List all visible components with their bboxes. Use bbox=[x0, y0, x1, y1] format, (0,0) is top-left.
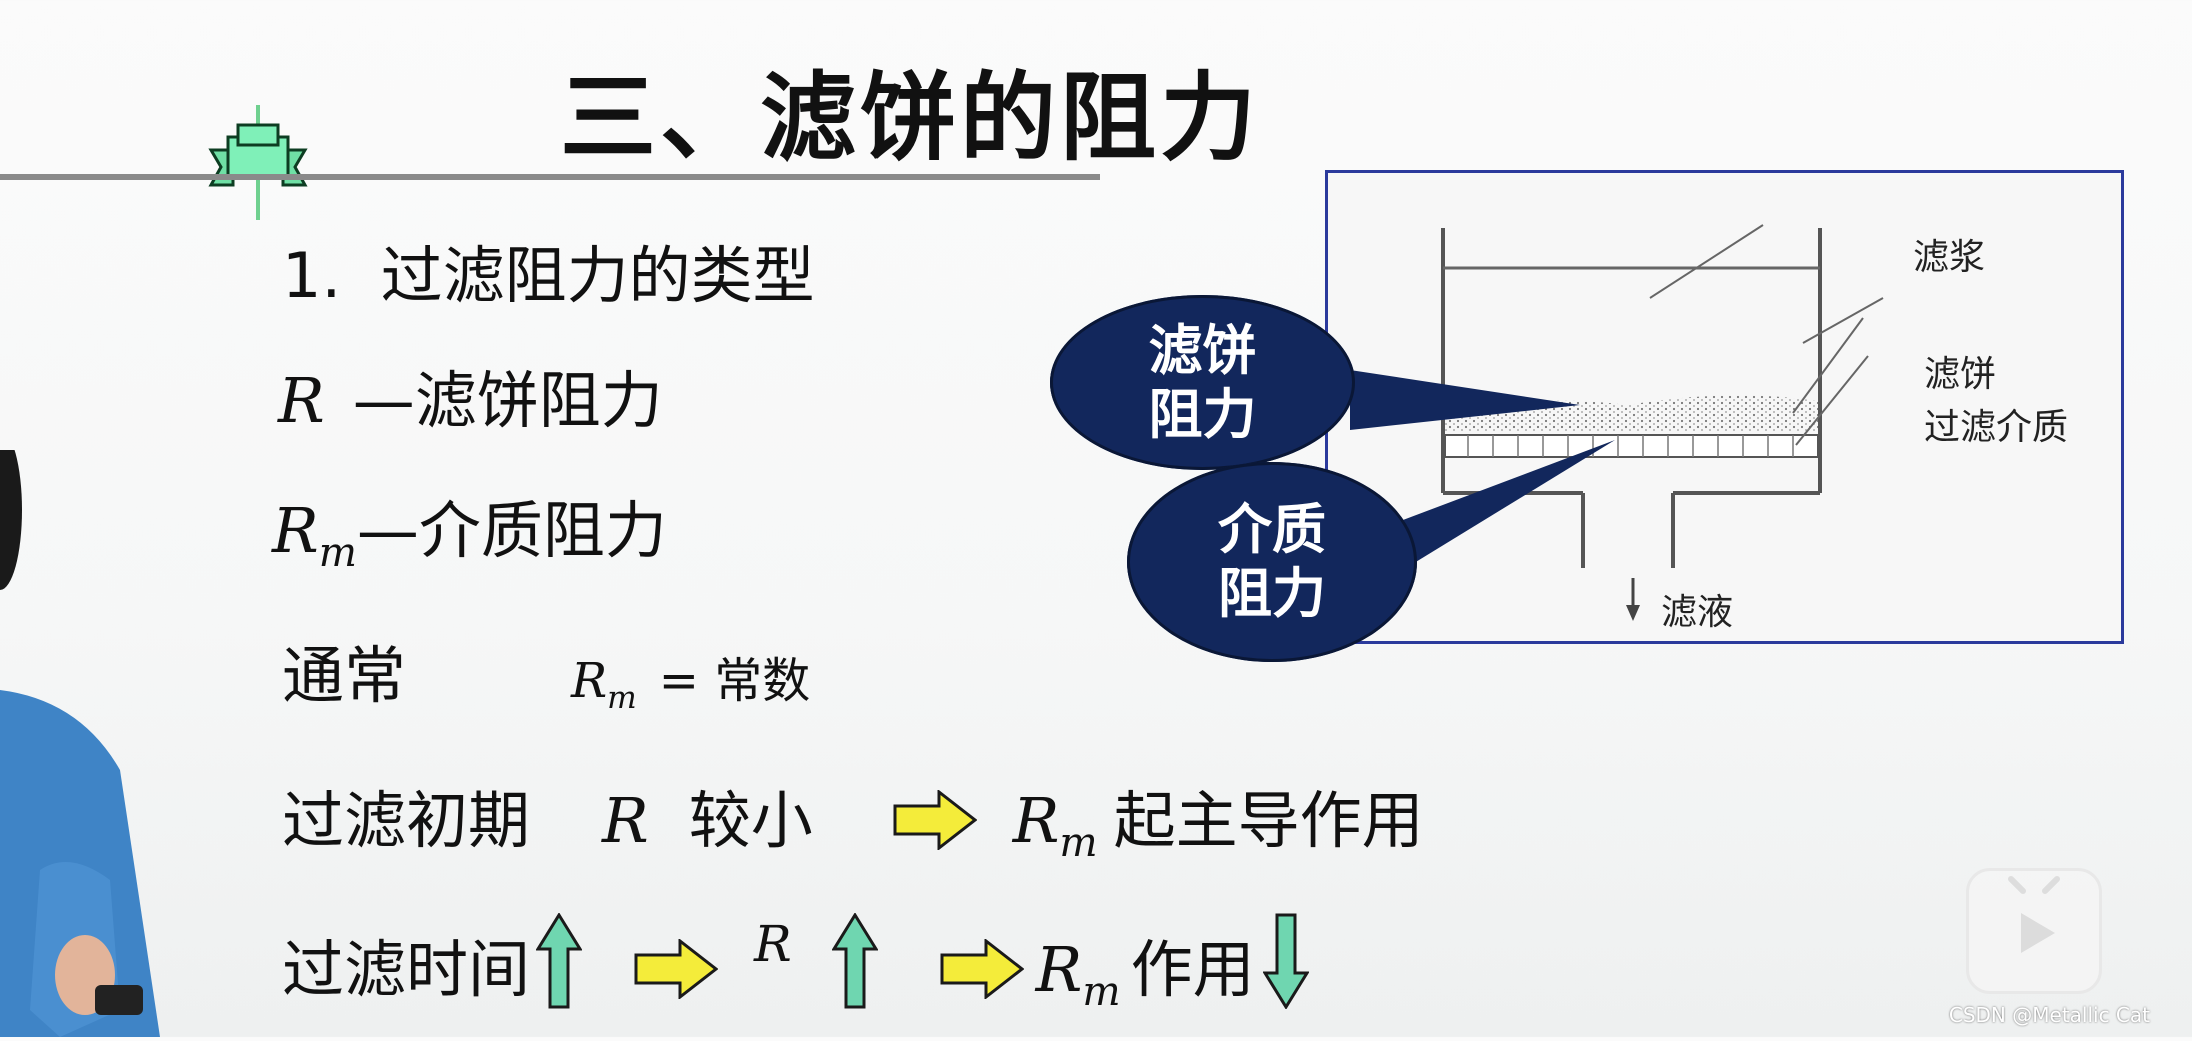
video-play-logo-icon[interactable] bbox=[1966, 868, 2102, 994]
watermark-text: CSDN @Metallic Cat bbox=[1948, 1003, 2150, 1027]
banner-ribbon-icon bbox=[203, 105, 313, 220]
heading-text: 1. 过滤阻力的类型 bbox=[282, 239, 815, 312]
bubble-cake-resistance: 滤饼 阻力 bbox=[1050, 295, 1355, 470]
rm-symbol: R bbox=[272, 494, 319, 567]
r-definition: R —滤饼阻力 bbox=[278, 350, 663, 440]
early-label: 过滤初期 bbox=[282, 784, 531, 857]
arrow-right-icon bbox=[634, 937, 719, 1001]
label-cake: 滤饼 bbox=[1924, 354, 1997, 395]
arrow-down-icon bbox=[1261, 913, 1310, 1010]
usually-label: 通常 bbox=[282, 639, 407, 712]
early-line: 过滤初期 R 较小 R m 起主导作用 bbox=[282, 770, 1424, 866]
bubble-cake-text: 滤饼 阻力 bbox=[1148, 318, 1257, 446]
rm-definition-text: —介质阻力 bbox=[356, 494, 667, 567]
early-small-text: 较小 bbox=[688, 784, 813, 857]
label-filtrate: 滤液 bbox=[1661, 592, 1734, 633]
r-symbol: R bbox=[278, 364, 325, 437]
early-rm-subscript: m bbox=[1059, 819, 1098, 867]
filter-apparatus-drawing bbox=[1441, 224, 1884, 621]
time-line: 过滤时间 R R m 作用 bbox=[282, 895, 1310, 1015]
arrow-up-icon bbox=[535, 912, 583, 1009]
usually-symbol: R bbox=[571, 653, 608, 709]
arrow-right-icon bbox=[940, 937, 1025, 1001]
bubble-medium-text: 介质 阻力 bbox=[1218, 498, 1326, 625]
time-rm-symbol: R bbox=[1035, 933, 1083, 1006]
title-rule bbox=[0, 174, 1100, 180]
presenter-figure bbox=[0, 430, 170, 1037]
time-label: 过滤时间 bbox=[282, 933, 531, 1006]
bubble-medium-resistance: 介质 阻力 bbox=[1127, 462, 1417, 662]
usually-subscript: m bbox=[607, 679, 637, 716]
time-r-symbol: R bbox=[754, 915, 792, 973]
early-rm-symbol: R bbox=[1012, 784, 1060, 857]
label-slurry: 滤浆 bbox=[1913, 237, 1986, 278]
page-title: 三、滤饼的阻力 bbox=[560, 62, 1260, 174]
usually-equation: = 常数 bbox=[658, 653, 811, 709]
time-rm-subscript: m bbox=[1082, 968, 1121, 1016]
r-definition-text: —滤饼阻力 bbox=[352, 364, 663, 437]
arrow-up-icon bbox=[830, 912, 879, 1009]
usually-line: 通常 R m = 常数 bbox=[282, 625, 811, 716]
label-medium: 过滤介质 bbox=[1924, 407, 2069, 448]
section-heading: 1. 过滤阻力的类型 bbox=[282, 225, 815, 315]
time-result-text: 作用 bbox=[1130, 933, 1255, 1006]
rm-definition: R m —介质阻力 bbox=[272, 480, 667, 576]
arrow-right-icon bbox=[893, 788, 978, 852]
early-r-symbol: R bbox=[602, 784, 649, 857]
rm-subscript: m bbox=[318, 529, 357, 577]
early-result-text: 起主导作用 bbox=[1113, 784, 1424, 857]
